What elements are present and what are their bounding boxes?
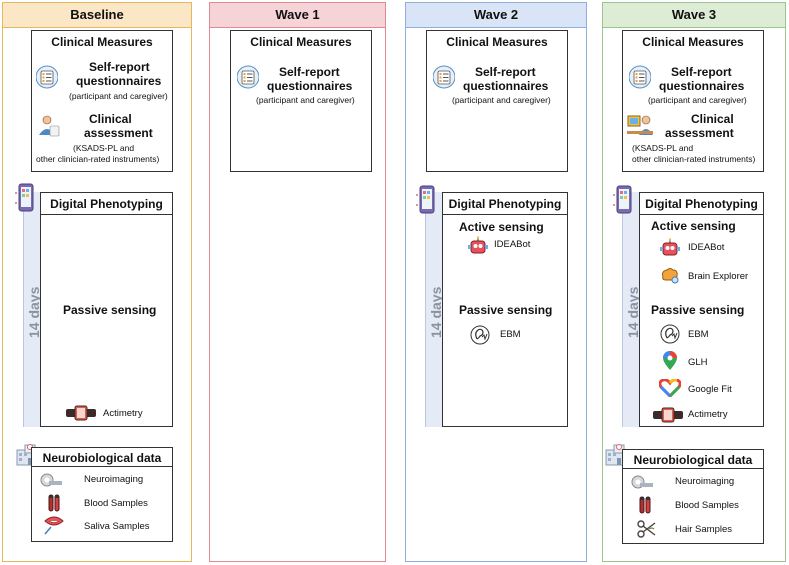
wave3-clinical-box: Clinical Measures Self-report questionna… <box>622 30 764 172</box>
assessment-subtitle-1: (KSADS-PL and <box>73 143 135 153</box>
neuro-title: Neurobiological data <box>42 451 162 465</box>
self-report-title-2: questionnaires <box>463 79 549 93</box>
wave1-header: Wave 1 <box>210 3 385 28</box>
watch-icon <box>653 407 683 423</box>
checklist-icon <box>629 65 651 89</box>
wave1-column: Wave 1 <box>209 2 386 562</box>
clinical-title: Clinical Measures <box>446 35 548 49</box>
ear-icon <box>660 324 680 344</box>
ideabot-label: IDEABot <box>494 239 531 250</box>
saliva-icon <box>44 516 64 535</box>
phone-icon <box>416 185 435 214</box>
brain-explorer-label: Brain Explorer <box>688 271 749 282</box>
actimetry-label: Actimetry <box>103 408 143 419</box>
neuro-title: Neurobiological data <box>633 453 753 467</box>
heart-icon <box>659 379 681 397</box>
baseline-column: Baseline <box>2 2 192 562</box>
baseline-digital-box: Digital Phenotyping Passive sensing Acti… <box>40 192 173 427</box>
self-report-title-2: questionnaires <box>659 79 745 93</box>
digital-title: Digital Phenotyping <box>50 197 163 211</box>
self-report-title-1: Self-report <box>475 65 536 79</box>
self-report-title-1: Self-report <box>89 60 150 74</box>
baseline-duration-strip: 14 days <box>23 192 42 427</box>
self-report-title-2: questionnaires <box>267 79 353 93</box>
actimetry-label: Actimetry <box>688 409 728 420</box>
wave2-digital-box: Digital Phenotyping Active sensing IDEAB… <box>442 192 568 427</box>
wave2-column: Wave 2 <box>405 2 587 562</box>
baseline-neuro-box: Neurobiological data Neuroimaging Blood … <box>31 447 173 542</box>
clinician-icon <box>39 115 60 137</box>
self-report-title-1: Self-report <box>279 65 340 79</box>
scissors-icon <box>637 520 656 538</box>
ear-icon <box>470 325 490 345</box>
robot-icon <box>468 236 488 254</box>
wave3-header: Wave 3 <box>603 3 785 28</box>
ebm-label: EBM <box>500 329 521 340</box>
active-sensing-label: Active sensing <box>459 220 544 234</box>
passive-sensing-label: Passive sensing <box>459 303 553 317</box>
glh-label: GLH <box>688 357 708 368</box>
self-report-title-2: questionnaires <box>76 74 162 88</box>
saliva-samples-label: Saliva Samples <box>84 521 150 532</box>
wave1-clinical-box: Clinical Measures Self-report questionna… <box>230 30 372 172</box>
ebm-label: EBM <box>688 329 709 340</box>
checklist-icon <box>36 65 58 89</box>
wave3-duration-strip: 14 days <box>622 192 641 427</box>
blood-samples-label: Blood Samples <box>84 498 148 509</box>
baseline-header: Baseline <box>3 3 191 28</box>
assessment-title-1: Clinical <box>89 112 132 126</box>
active-sensing-label: Active sensing <box>651 219 736 233</box>
clinician-computer-icon <box>627 115 653 135</box>
phone-icon <box>613 185 632 214</box>
passive-sensing-label: Passive sensing <box>651 303 745 317</box>
assessment-title-2: assessment <box>84 126 153 140</box>
wave3-digital-box: Digital Phenotyping Active sensing IDEAB… <box>639 192 764 427</box>
blood-tube-icon <box>639 496 651 514</box>
neuroimaging-label: Neuroimaging <box>675 476 735 487</box>
wave3-neuro-box: Neurobiological data Neuroimaging Blood … <box>622 449 764 544</box>
wave2-header: Wave 2 <box>406 3 586 28</box>
hair-samples-label: Hair Samples <box>675 524 733 535</box>
robot-icon <box>660 238 680 256</box>
assessment-subtitle-2: other clinician-rated instruments) <box>36 154 160 164</box>
digital-title: Digital Phenotyping <box>645 197 758 211</box>
passive-sensing-label: Passive sensing <box>63 303 157 317</box>
mri-icon <box>40 473 62 487</box>
ideabot-label: IDEABot <box>688 242 725 253</box>
wave2-duration-strip: 14 days <box>425 192 444 427</box>
self-report-title-1: Self-report <box>671 65 732 79</box>
wave3-column: Wave 3 <box>602 2 786 562</box>
baseline-clinical-box: Clinical Measures Self-report questionna… <box>31 30 173 172</box>
wave2-clinical-box: Clinical Measures Self-report questionna… <box>426 30 568 172</box>
blood-tube-icon <box>48 494 60 512</box>
assessment-subtitle-2: other clinician-rated instruments) <box>632 154 756 164</box>
checklist-icon <box>433 65 455 89</box>
digital-title: Digital Phenotyping <box>448 197 562 211</box>
assessment-title-1: Clinical <box>691 112 734 126</box>
self-report-subtitle: (participant and caregiver) <box>452 95 551 105</box>
checklist-icon <box>237 65 259 89</box>
self-report-subtitle: (participant and caregiver) <box>69 91 168 101</box>
assessment-subtitle-1: (KSADS-PL and <box>632 143 694 153</box>
clinical-title: Clinical Measures <box>51 35 153 49</box>
self-report-subtitle: (participant and caregiver) <box>256 95 355 105</box>
self-report-subtitle: (participant and caregiver) <box>648 95 747 105</box>
phone-icon <box>15 183 34 212</box>
watch-icon <box>66 405 96 421</box>
mri-icon <box>631 475 653 489</box>
neuroimaging-label: Neuroimaging <box>84 474 144 485</box>
clinical-title: Clinical Measures <box>642 35 744 49</box>
clinical-title: Clinical Measures <box>250 35 352 49</box>
brain-icon <box>662 268 679 284</box>
assessment-title-2: assessment <box>665 126 734 140</box>
map-pin-icon <box>663 351 677 370</box>
google-fit-label: Google Fit <box>688 384 732 395</box>
blood-samples-label: Blood Samples <box>675 500 739 511</box>
